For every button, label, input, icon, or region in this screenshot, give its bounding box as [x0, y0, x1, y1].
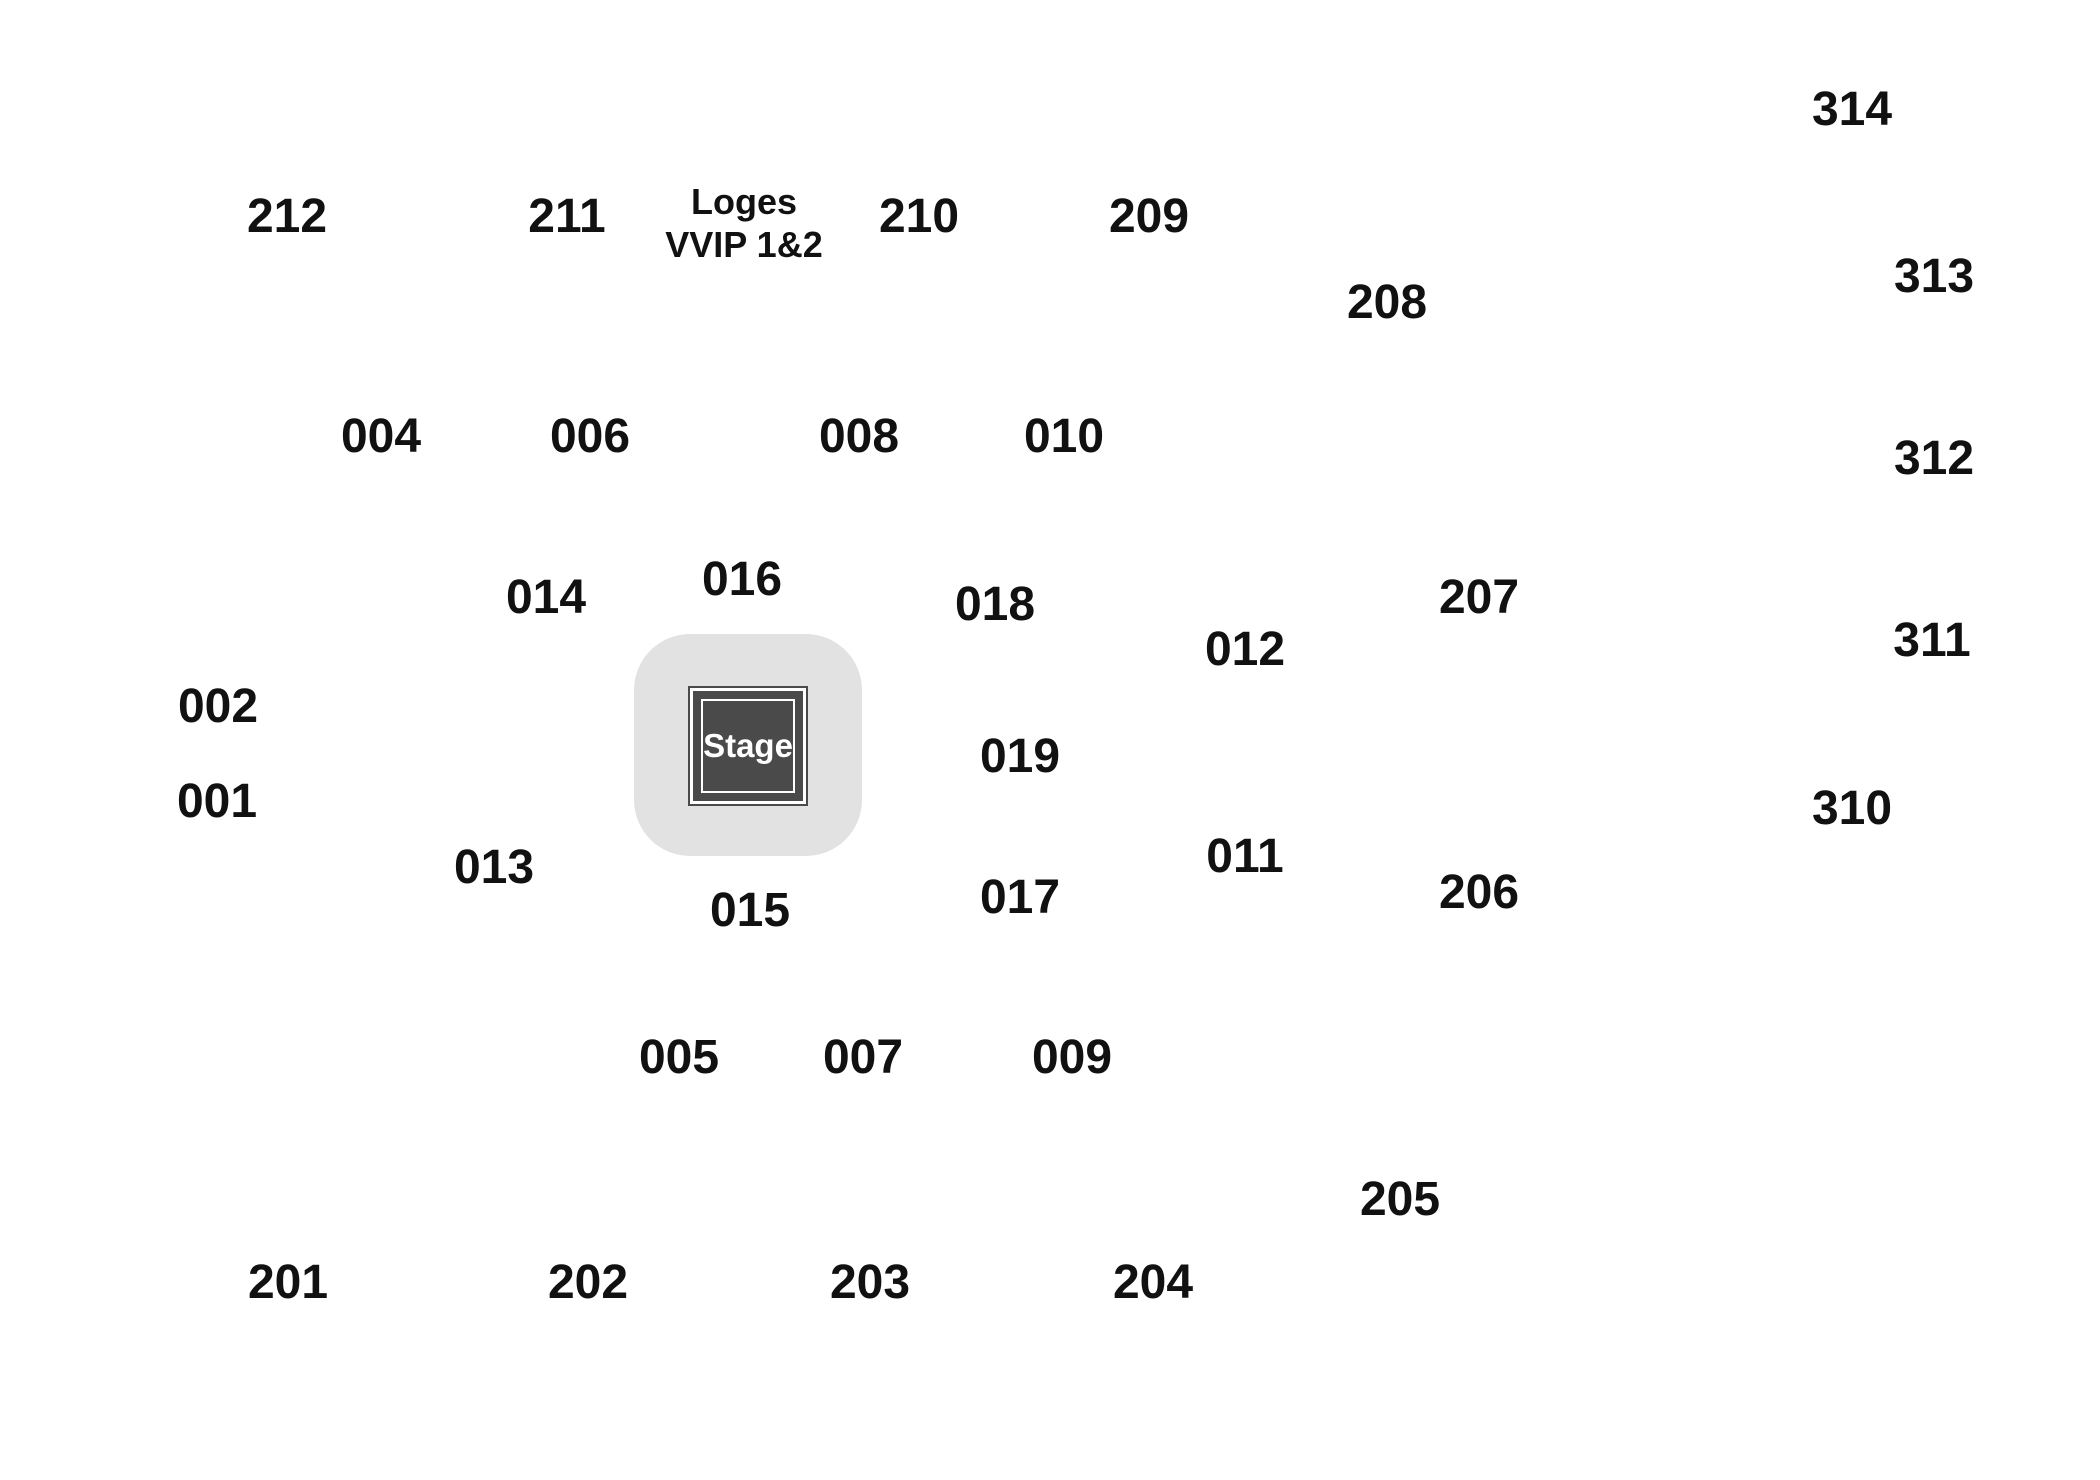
section-001[interactable]: 001 [176, 775, 258, 828]
section-019[interactable]: 019 [979, 730, 1061, 783]
stage-label: Stage [703, 727, 793, 764]
section-210[interactable]: 210 [878, 190, 960, 243]
section-207[interactable]: 207 [1438, 571, 1520, 624]
section-009[interactable]: 009 [1031, 1031, 1113, 1084]
section-005[interactable]: 005 [638, 1031, 720, 1084]
section-004[interactable]: 004 [340, 410, 422, 463]
section-205[interactable]: 205 [1359, 1173, 1441, 1226]
section-016[interactable]: 016 [701, 553, 783, 606]
section-310[interactable]: 310 [1811, 782, 1893, 835]
section-015[interactable]: 015 [709, 884, 791, 937]
section-007[interactable]: 007 [822, 1031, 904, 1084]
loges-label: Loges [690, 181, 797, 222]
section-201[interactable]: 201 [247, 1256, 329, 1309]
section-008[interactable]: 008 [818, 410, 900, 463]
section-012[interactable]: 012 [1204, 623, 1286, 676]
section-013[interactable]: 013 [453, 841, 535, 894]
section-011[interactable]: 011 [1206, 830, 1284, 883]
stage-area: Stage [634, 634, 862, 856]
section-311[interactable]: 311 [1893, 614, 1971, 667]
section-211[interactable]: 211 [528, 190, 606, 243]
section-006[interactable]: 006 [549, 410, 631, 463]
section-002[interactable]: 002 [177, 680, 259, 733]
section-010[interactable]: 010 [1023, 410, 1105, 463]
section-loges-vvip[interactable]: Loges VVIP 1&2 [665, 180, 822, 266]
section-017[interactable]: 017 [979, 871, 1061, 924]
section-208[interactable]: 208 [1346, 276, 1428, 329]
section-203[interactable]: 203 [829, 1256, 911, 1309]
section-209[interactable]: 209 [1108, 190, 1190, 243]
section-314[interactable]: 314 [1811, 83, 1893, 136]
section-014[interactable]: 014 [505, 571, 587, 624]
section-312[interactable]: 312 [1893, 432, 1975, 485]
section-204[interactable]: 204 [1112, 1256, 1194, 1309]
section-206[interactable]: 206 [1438, 866, 1520, 919]
loges-vvip-label: VVIP 1&2 [665, 224, 823, 265]
section-202[interactable]: 202 [547, 1256, 629, 1309]
section-313[interactable]: 313 [1893, 250, 1975, 303]
stage[interactable]: Stage [688, 686, 808, 806]
stage-inner-border [701, 699, 795, 793]
section-018[interactable]: 018 [954, 578, 1036, 631]
section-212[interactable]: 212 [246, 190, 328, 243]
